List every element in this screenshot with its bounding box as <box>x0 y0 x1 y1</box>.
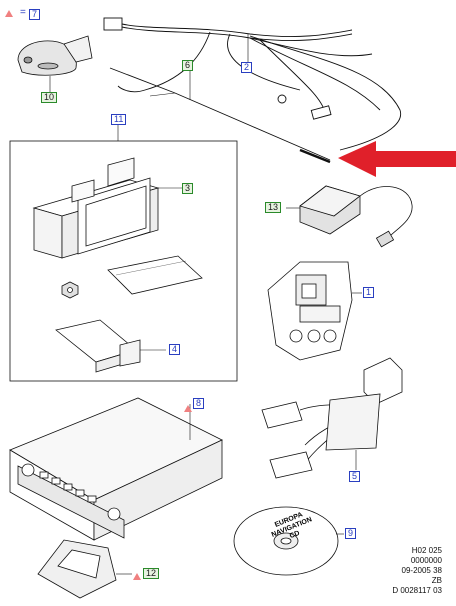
reference-line: H02 025 <box>411 546 442 555</box>
warning-triangle-icon <box>133 573 141 580</box>
callout-4: 4 <box>169 344 181 355</box>
clip-part <box>55 319 166 373</box>
part-11-box <box>9 140 238 382</box>
callout-10: 10 <box>41 92 58 103</box>
warning-triangle-icon <box>5 10 13 17</box>
callout-5: 5 <box>349 471 361 482</box>
callout-7: 7 <box>29 9 41 20</box>
callout-2: 2 <box>241 62 253 73</box>
reference-line: ZB <box>431 576 442 585</box>
radio-unit-part <box>9 397 223 541</box>
callout-11: 11 <box>111 114 127 125</box>
legend-equals: = <box>20 7 26 18</box>
callout-1: 1 <box>363 287 375 298</box>
reference-line: 09-2005 38 <box>401 566 442 575</box>
nut-part <box>61 281 79 299</box>
callout-9: 9 <box>345 528 357 539</box>
navigation-cd-part <box>233 506 344 576</box>
connector-harness-part <box>261 357 403 479</box>
antenna-rod-part <box>109 67 331 164</box>
gps-antenna-part <box>286 185 413 248</box>
antenna-module-part <box>17 35 93 76</box>
cable-harness-part <box>103 17 402 151</box>
callout-12: 12 <box>143 568 160 579</box>
dashboard-bezel-part <box>267 261 362 361</box>
red-arrow-icon <box>338 141 456 177</box>
callout-13: 13 <box>265 202 282 213</box>
callout-3: 3 <box>182 183 194 194</box>
warning-triangle-icon <box>184 405 192 412</box>
foam-pad-part <box>107 255 203 295</box>
reference-line: 0000000 <box>410 556 442 565</box>
reference-line: D 0028117 03 <box>392 586 442 595</box>
callout-8: 8 <box>193 398 205 409</box>
mounting-bracket-part <box>32 157 182 259</box>
callout-6: 6 <box>182 60 194 71</box>
reference-block: H02 025 0000000 09-2005 38 ZB D 0028117 … <box>392 546 442 596</box>
holder-part <box>37 539 132 599</box>
